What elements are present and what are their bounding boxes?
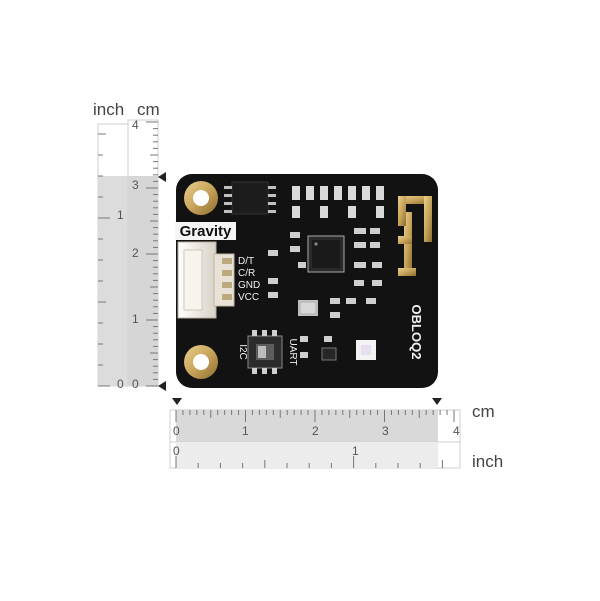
bottom-inch-unit-label: inch — [472, 452, 504, 471]
bottom-cm-unit-label: cm — [472, 402, 495, 421]
pin-label: GND — [238, 280, 260, 291]
bottom-cm-label-2: 2 — [312, 424, 319, 438]
pcb-body — [176, 174, 438, 388]
pin-label: D/T — [238, 256, 254, 267]
main-microcontroller-chip — [307, 235, 345, 273]
bottom-inch-label-0: 0 — [173, 444, 180, 458]
smd-transistor — [321, 347, 337, 361]
left-cm-label-2: 2 — [132, 246, 139, 260]
marker-bottom-right — [432, 398, 442, 405]
alignment-markers — [158, 172, 442, 405]
gravity-connector — [177, 241, 235, 319]
left-cm-unit-label: cm — [137, 100, 160, 119]
antenna-trace — [398, 196, 432, 276]
left-inch-label-0: 0 — [117, 377, 124, 391]
soic-chip — [224, 181, 276, 215]
brand-label: Gravity — [180, 223, 232, 240]
left-cm-label-4: 4 — [132, 118, 139, 132]
module-name-label: OBLOQ2 — [409, 305, 424, 360]
pin-label: VCC — [238, 292, 259, 303]
crystal-oscillator — [298, 300, 318, 316]
bottom-cm-label-4: 4 — [453, 424, 460, 438]
left-inch-label-1: 1 — [117, 208, 124, 222]
smd-components-top-row — [292, 186, 384, 218]
pin-label: C/R — [238, 268, 255, 279]
left-cm-label-3: 3 — [132, 178, 139, 192]
i2c-uart-switch — [247, 330, 283, 374]
bottom-inch-label-1: 1 — [352, 444, 359, 458]
bottom-cm-label-3: 3 — [382, 424, 389, 438]
left-cm-label-1: 1 — [132, 312, 139, 326]
left-inch-unit-label: inch — [93, 100, 125, 119]
pcb-board — [176, 174, 438, 388]
marker-left-bottom — [158, 381, 166, 391]
left-cm-label-0: 0 — [132, 377, 139, 391]
marker-left-top — [158, 172, 166, 182]
left-ruler-ticks — [98, 121, 158, 387]
smd-components-middle — [268, 228, 382, 298]
bottom-cm-label-1: 1 — [242, 424, 249, 438]
left-ruler — [97, 119, 159, 387]
switch-label-i2c: I2C — [237, 344, 248, 360]
switch-label-uart: UART — [287, 338, 298, 365]
mounting-hole-top — [184, 181, 218, 215]
bottom-ruler-ticks — [175, 410, 455, 468]
bottom-cm-label-0: 0 — [173, 424, 180, 438]
marker-bottom-left — [172, 398, 182, 405]
mounting-hole-bottom — [184, 345, 218, 379]
bottom-ruler — [169, 409, 461, 469]
rgb-led — [356, 340, 376, 360]
